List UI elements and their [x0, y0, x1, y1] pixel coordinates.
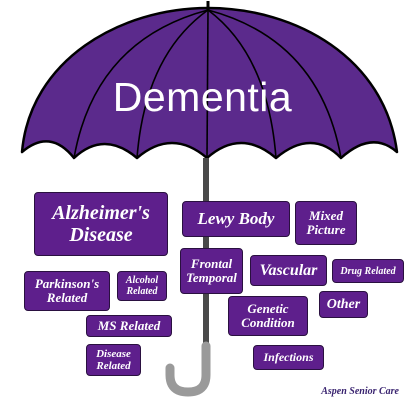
category-disease-related: Disease Related [86, 344, 141, 376]
umbrella-handle [170, 346, 206, 392]
category-frontal-temporal: Frontal Temporal [180, 248, 243, 294]
category-infections: Infections [253, 345, 324, 370]
category-ms-related: MS Related [86, 315, 172, 337]
category-genetic-condition: Genetic Condition [228, 296, 308, 336]
diagram-title: Dementia [0, 71, 405, 123]
category-lewy-body: Lewy Body [182, 201, 290, 237]
category-parkinsons-related: Parkinson's Related [24, 271, 110, 311]
category-drug-related: Drug Related [332, 259, 404, 283]
category-alzheimers: Alzheimer's Disease [34, 192, 168, 256]
credit-text: Aspen Senior Care [321, 386, 399, 397]
category-mixed-picture: Mixed Picture [295, 201, 357, 245]
category-alcohol-related: Alcohol Related [117, 271, 167, 301]
category-other: Other [319, 291, 368, 318]
category-vascular: Vascular [250, 255, 327, 286]
